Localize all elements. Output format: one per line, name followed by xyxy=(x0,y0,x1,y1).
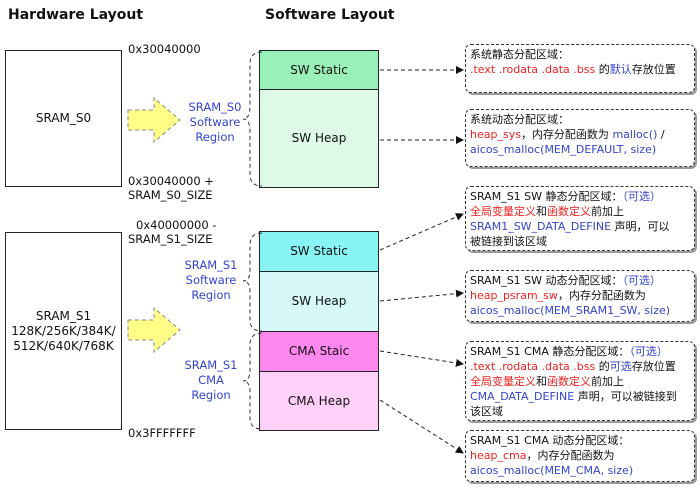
sram-s0-label: SRAM_S0 xyxy=(35,111,92,125)
note1-sections: .text .rodata .data .bss xyxy=(470,63,596,76)
note-sw-static-s0: 系统静态分配区域： .text .rodata .data .bss 的默认存放… xyxy=(465,44,695,93)
region-s1cma-line3: Region xyxy=(191,388,231,402)
note6-heap-cma: heap_cma xyxy=(470,449,527,462)
block-arrow-s0 xyxy=(127,96,181,144)
connector-3 xyxy=(379,213,464,251)
note6-aicos-malloc: aicos_malloc(MEM_CMA, size) xyxy=(470,464,634,477)
brace-s1-cma xyxy=(242,332,263,430)
cma-static-label: CMA Staic xyxy=(288,344,350,358)
note3-prefix: 前加上 xyxy=(591,205,624,218)
note5-prefix: 前加上 xyxy=(591,375,624,388)
hardware-layout-title: Hardware Layout xyxy=(8,7,144,23)
software-layout-title: Software Layout xyxy=(265,7,395,23)
region-s1-software-label: SRAM_S1 Software Region xyxy=(176,258,246,303)
sw-static-s1-block: SW Static xyxy=(259,231,379,272)
note3-func-def: 函数定义 xyxy=(547,205,591,218)
region-s0-line3: Region xyxy=(195,130,235,144)
note5-optional: （可选） xyxy=(629,345,668,358)
note-cma-heap: SRAM_S1 CMA 动态分配区域： heap_cma，内存分配函数为 aic… xyxy=(465,430,695,482)
note3-optional: （可选） xyxy=(622,190,662,203)
note1-of: 的 xyxy=(595,63,610,76)
note-cma-static: SRAM_S1 CMA 静态分配区域：（可选） .text .rodata .d… xyxy=(465,341,695,421)
addr-s0-end-2: SRAM_S0_SIZE xyxy=(128,188,213,202)
note5-sections: .text .rodata .data .bss xyxy=(470,360,596,373)
region-s1cma-line1: SRAM_S1 xyxy=(184,358,238,372)
note3-line4: 被链接到该区域 xyxy=(470,235,547,248)
sw-static-s0-label: SW Static xyxy=(290,62,348,77)
note2-text: ，内存分配函数为 xyxy=(520,128,613,141)
note2-heap-sys: heap_sys xyxy=(470,128,521,141)
note5-line5: 该区域 xyxy=(470,405,503,418)
addr-s0-start: 0x30040000 xyxy=(128,42,201,56)
sram-s1-sizes-1: 128K/256K/384K/ xyxy=(11,323,116,338)
brace-s0 xyxy=(242,51,263,187)
region-s1cma-line2: CMA xyxy=(198,373,224,387)
sw-heap-s0-block: SW Heap xyxy=(259,89,379,188)
note6-title: SRAM_S1 CMA 动态分配区域： xyxy=(470,434,630,447)
sram-s1-label: SRAM_S1 xyxy=(35,308,92,323)
note-sw-heap-s0: 系统动态分配区域： heap_sys，内存分配函数为 malloc() / ai… xyxy=(465,109,695,167)
addr-s1-start-1: 0x40000000 - xyxy=(136,218,217,232)
note2-line1: 系统动态分配区域： xyxy=(470,113,569,126)
region-s1sw-line1: SRAM_S1 xyxy=(184,258,238,272)
note3-declare: 声明，可以 xyxy=(611,220,670,233)
note4-aicos-malloc: aicos_malloc(MEM_SRAM1_SW, size) xyxy=(470,304,671,317)
note1-location: 存放位置 xyxy=(631,63,676,76)
sw-heap-s1-label: SW Heap xyxy=(291,294,347,308)
note6-text: ，内存分配函数为 xyxy=(526,449,615,462)
note5-macro: CMA_DATA_DEFINE xyxy=(470,390,575,403)
note3-macro: SRAM1_SW_DATA_DEFINE xyxy=(470,220,612,233)
note5-func-def: 函数定义 xyxy=(547,375,591,388)
sram-s1-box: SRAM_S1 128K/256K/384K/ 512K/640K/768K xyxy=(5,232,122,430)
connector-6 xyxy=(379,399,464,454)
brace-s1-software xyxy=(242,232,263,332)
sram-s1-sizes-2: 512K/640K/768K xyxy=(13,338,114,353)
region-s0-line2: Software xyxy=(189,115,241,129)
note5-and: 和 xyxy=(536,375,547,388)
region-s1-cma-label: SRAM_S1 CMA Region xyxy=(176,358,246,403)
note5-global-var: 全局变量定义 xyxy=(470,375,536,388)
connector-4 xyxy=(379,289,464,302)
addr-s1-start-2: SRAM_S1_SIZE xyxy=(128,232,213,246)
note2-slash: / xyxy=(657,128,665,141)
note5-declare: 声明，可以被链接到 xyxy=(574,390,677,403)
sw-static-s1-label: SW Static xyxy=(290,244,348,258)
note5-of: 的 xyxy=(595,360,610,373)
sw-static-s0-block: SW Static xyxy=(259,50,379,90)
cma-heap-label: CMA Heap xyxy=(287,393,351,408)
note4-title: SRAM_S1 SW 动态分配区域： xyxy=(470,274,623,287)
note3-and: 和 xyxy=(536,205,547,218)
note1-default: 默认 xyxy=(609,63,632,76)
connector-5 xyxy=(379,350,464,367)
note2-malloc: malloc() xyxy=(612,128,658,141)
note4-text: ，内存分配函数为 xyxy=(557,289,646,302)
region-s1sw-line3: Region xyxy=(191,288,231,302)
note-sw-static-s1: SRAM_S1 SW 静态分配区域：（可选） 全局变量定义和函数定义前加上 SR… xyxy=(465,186,695,251)
note4-heap-psram: heap_psram_sw xyxy=(470,289,558,302)
note5-title: SRAM_S1 CMA 静态分配区域： xyxy=(470,345,630,358)
note-sw-heap-s1: SRAM_S1 SW 动态分配区域：（可选） heap_psram_sw，内存分… xyxy=(465,270,695,322)
note2-aicos-malloc: aicos_malloc(MEM_DEFAULT, size) xyxy=(470,143,657,156)
cma-static-block: CMA Staic xyxy=(259,331,379,372)
sw-heap-s0-label: SW Heap xyxy=(291,131,347,145)
note3-title: SRAM_S1 SW 静态分配区域： xyxy=(470,190,623,203)
addr-s1-end: 0x3FFFFFFF xyxy=(128,426,196,440)
note4-optional: （可选） xyxy=(622,274,662,287)
cma-heap-block: CMA Heap xyxy=(259,371,379,431)
note1-line1: 系统静态分配区域： xyxy=(470,48,569,61)
block-arrow-s1 xyxy=(127,306,181,354)
addr-s0-end-1: 0x30040000 + xyxy=(128,174,214,188)
region-s0-line1: SRAM_S0 xyxy=(188,100,242,114)
sram-s0-box: SRAM_S0 xyxy=(5,50,122,187)
note5-optional-loc: 可选 xyxy=(609,360,632,373)
region-s0-label: SRAM_S0 Software Region xyxy=(180,100,250,145)
region-s1sw-line2: Software xyxy=(185,273,237,287)
note3-global-var: 全局变量定义 xyxy=(470,205,536,218)
sw-heap-s1-block: SW Heap xyxy=(259,271,379,332)
note5-location: 存放位置 xyxy=(631,360,676,373)
